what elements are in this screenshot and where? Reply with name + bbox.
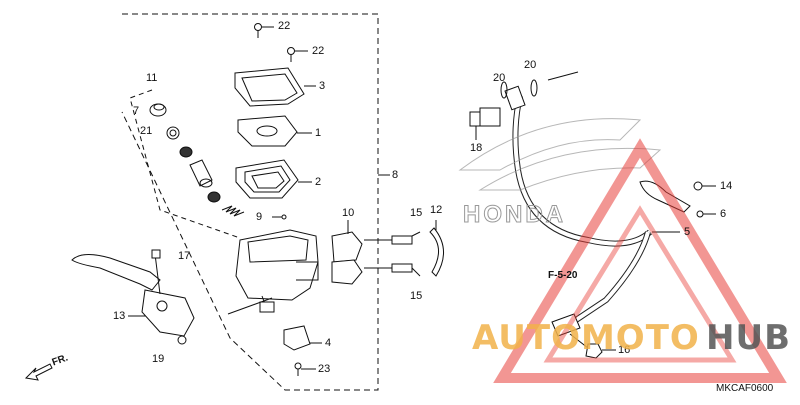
assembly-boundary <box>121 13 379 391</box>
callout-13: 13 <box>113 310 126 322</box>
sealing-washer-20b <box>530 71 579 97</box>
callout-12: 12 <box>430 204 443 216</box>
screw-22-second <box>287 47 308 62</box>
banjo-bolt-18 <box>469 107 501 140</box>
callout-15-upper: 15 <box>410 207 423 219</box>
callout-14: 14 <box>720 180 733 192</box>
callout-10: 10 <box>342 207 355 219</box>
cover-12 <box>429 220 444 277</box>
callout-17: 17 <box>178 250 191 262</box>
boot-7 <box>149 103 167 117</box>
watermark-text-primary: AUTOMOTO <box>472 318 700 358</box>
callout-2: 2 <box>315 176 322 188</box>
pin-9 <box>272 214 287 220</box>
callout-23: 23 <box>318 363 331 375</box>
spring <box>221 205 245 217</box>
callout-1: 1 <box>315 127 322 139</box>
master-cylinder-body <box>235 229 319 313</box>
holder-clamp-10 <box>331 220 363 285</box>
callout-6: 6 <box>720 208 727 220</box>
callout-3: 3 <box>319 80 326 92</box>
bolt-16 <box>569 333 616 359</box>
bolt-15-lower <box>364 263 421 277</box>
piston <box>189 159 213 188</box>
cup <box>207 191 221 203</box>
callout-20-left: 20 <box>493 72 506 84</box>
brand-text: HONDA <box>463 201 566 228</box>
bolt-15-upper <box>364 231 421 245</box>
honda-wing-watermark <box>458 118 662 191</box>
diaphragm-plate <box>237 115 298 147</box>
callout-7: 7 <box>133 105 140 117</box>
callout-20-right: 20 <box>524 59 537 71</box>
sealing-washer-20a <box>500 81 508 99</box>
callout-8: 8 <box>392 169 399 181</box>
callout-15-lower: 15 <box>410 290 423 302</box>
screw-23 <box>294 362 316 376</box>
callout-21: 21 <box>140 125 153 137</box>
screw-22-top <box>254 23 274 38</box>
switch-4 <box>283 325 322 351</box>
callout-19: 19 <box>152 353 165 365</box>
brake-lever <box>71 249 195 345</box>
watermark-text-secondary: HUB <box>706 318 791 358</box>
washer <box>179 146 193 158</box>
callout-11: 11 <box>146 72 158 84</box>
callout-9: 9 <box>256 211 263 223</box>
front-arrow <box>24 363 53 381</box>
reference-label: F-5-20 <box>548 270 578 281</box>
callout-16: 16 <box>618 344 631 356</box>
callout-18: 18 <box>470 142 483 154</box>
watermark-triangle-inner <box>543 205 737 363</box>
callout-22-top: 22 <box>278 20 291 32</box>
subassembly-frame <box>129 89 241 239</box>
circlip-21 <box>166 126 180 140</box>
callout-5: 5 <box>684 226 691 238</box>
callout-22-second: 22 <box>312 45 325 57</box>
diagram-code: MKCAF0600 <box>716 383 774 394</box>
brake-hose <box>504 85 680 337</box>
watermark-triangle <box>493 138 787 383</box>
callout-4: 4 <box>325 337 332 349</box>
